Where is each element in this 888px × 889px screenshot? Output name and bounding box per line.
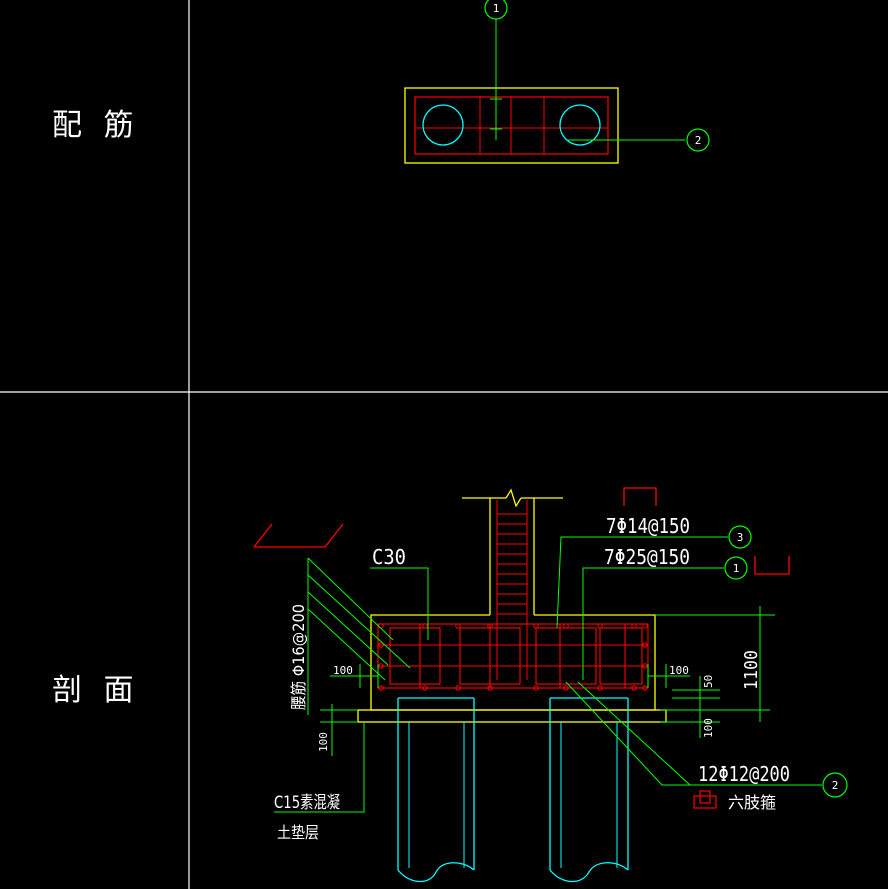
plan-view: 1 2	[404, 0, 710, 164]
section-cut-top	[623, 487, 657, 506]
dim-1100: 1100	[741, 650, 762, 690]
dimension-lines	[320, 606, 775, 756]
row-label-reinforcement: 配 筋	[52, 108, 140, 143]
section-leaders	[274, 536, 822, 813]
column-stirrups	[496, 500, 528, 680]
section-view: 3 1 2 C30 7Φ14@150 7Φ25@150 12Φ12@200 六肢…	[253, 487, 848, 883]
section-bubble-2-text: 2	[832, 779, 839, 792]
six-leg-stirrup-label: 六肢箍	[728, 793, 776, 812]
dim-100-left: 100	[333, 664, 353, 677]
cushion-layer	[357, 709, 667, 723]
plan-bubble-1-text: 1	[493, 2, 500, 15]
section-bubble-1	[724, 556, 748, 580]
cushion-label-1: C15素混凝	[274, 793, 340, 813]
plan-bubble-2-text: 2	[695, 134, 702, 147]
six-leg-stirrup-symbol	[693, 790, 717, 809]
plan-pile-left	[422, 104, 464, 146]
dim-100-right: 100	[669, 664, 689, 677]
plan-outline	[404, 87, 619, 164]
section-bubble-2	[822, 772, 848, 798]
cap-rebar-dots	[378, 623, 648, 691]
stirrup-label: 腰筋 Φ16@200	[289, 604, 308, 710]
section-bubble-3	[728, 525, 752, 549]
dim-100-lower: 100	[702, 718, 715, 738]
column	[462, 488, 563, 615]
dim-50: 50	[702, 675, 715, 688]
pile-left	[397, 697, 475, 883]
dim-100-vert: 100	[317, 732, 330, 752]
pile-right	[549, 697, 629, 883]
section-cut-left	[253, 523, 344, 548]
rebar-mid-label: 7Φ25@150	[604, 545, 690, 569]
plan-bubble-1	[484, 0, 508, 20]
pile-cap-outline	[370, 614, 656, 711]
section-bubble-3-text: 3	[737, 531, 744, 544]
section-cut-right	[754, 556, 790, 575]
concrete-grade-label: C30	[372, 545, 406, 569]
rebar-top-label: 7Φ14@150	[606, 514, 690, 538]
cap-rebar-cage	[377, 623, 649, 689]
cushion-label-2: 土垫层	[277, 823, 319, 842]
plan-pile-right	[559, 104, 601, 146]
plan-bubble-2	[686, 128, 710, 152]
row-label-section: 剖 面	[52, 673, 140, 708]
rebar-bottom-label: 12Φ12@200	[698, 762, 790, 786]
section-bubble-1-text: 1	[733, 562, 740, 575]
